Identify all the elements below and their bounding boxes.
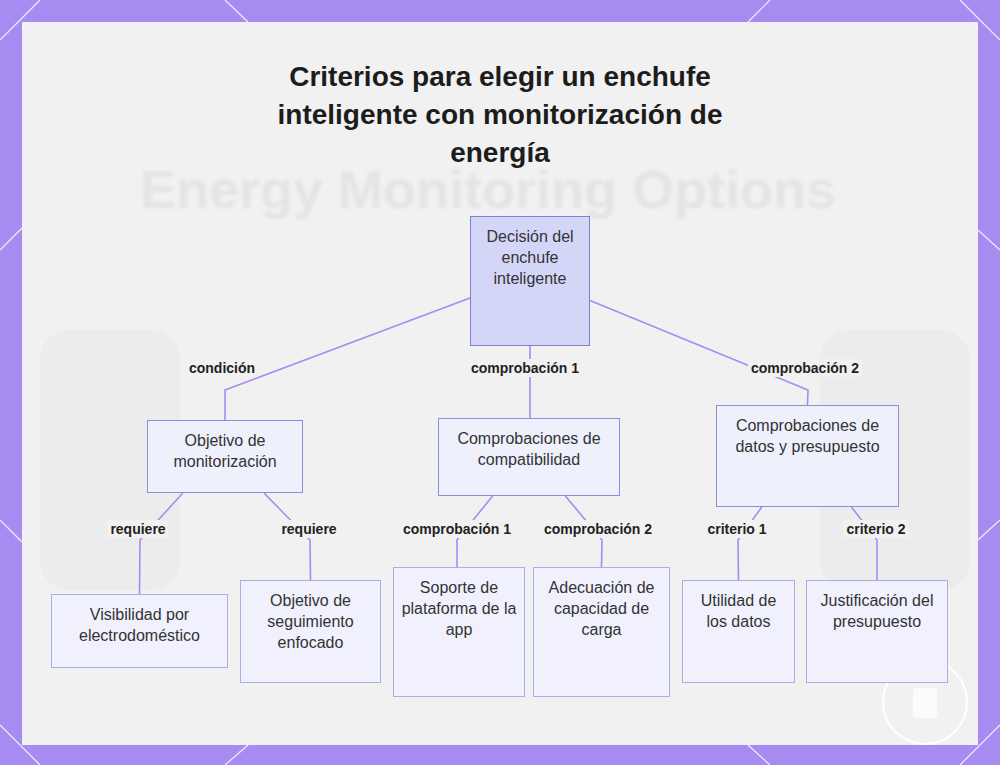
deco-line — [978, 520, 1000, 540]
criteria-box: Visibilidad por electrodoméstico — [51, 594, 228, 668]
connector-line — [140, 493, 183, 594]
connector-line — [529, 346, 531, 418]
box-text: Objetivo de monitorización — [154, 430, 296, 472]
connector-label: requiere — [278, 520, 339, 538]
criteria-box: Objetivo de monitorización — [147, 420, 303, 493]
deco-line — [0, 520, 22, 542]
box-text: Soporte de plataforma de la app — [400, 577, 518, 640]
criteria-box: Soporte de plataforma de la app — [393, 567, 525, 697]
criteria-box: Justificación del presupuesto — [806, 580, 948, 683]
content-panel — [22, 22, 978, 745]
criteria-box: Utilidad de los datos — [682, 580, 795, 683]
connector-label: criterio 1 — [704, 520, 769, 538]
plug-icon — [913, 688, 937, 718]
deco-line — [225, 745, 248, 765]
box-text: Utilidad de los datos — [689, 590, 788, 632]
box-text: Decisión del enchufe inteligente — [477, 226, 583, 289]
box-text: Adecuación de capacidad de carga — [540, 577, 663, 640]
criteria-box: Objetivo de seguimiento enfocado — [240, 580, 381, 683]
diagram-title: Criterios para elegir un enchufe intelig… — [230, 58, 770, 172]
criteria-box: Comprobaciones de datos y presupuesto — [716, 405, 899, 507]
box-text: Justificación del presupuesto — [813, 590, 941, 632]
deco-line — [748, 0, 770, 22]
connector-label: requiere — [107, 520, 168, 538]
box-text: Visibilidad por electrodoméstico — [58, 604, 221, 646]
criteria-box: Adecuación de capacidad de carga — [533, 567, 670, 697]
deco-line — [225, 0, 248, 22]
connector-label: comprobación 2 — [748, 359, 862, 377]
connector-label: comprobación 1 — [468, 359, 582, 377]
connector-label: comprobación 1 — [400, 520, 514, 538]
criteria-box: Comprobaciones de compatibilidad — [438, 418, 620, 496]
connector-line — [738, 507, 762, 580]
connector-label: condición — [186, 359, 258, 377]
box-text: Comprobaciones de datos y presupuesto — [723, 415, 892, 457]
connector-line — [851, 507, 877, 580]
box-text: Objetivo de seguimiento enfocado — [247, 590, 374, 653]
root-box: Decisión del enchufe inteligente — [470, 216, 590, 346]
connector-label: criterio 2 — [843, 520, 908, 538]
connector-line — [590, 301, 808, 406]
deco-line — [978, 230, 1000, 250]
deco-line — [748, 745, 770, 765]
background-photo-shapes — [40, 330, 970, 590]
deco-line — [0, 228, 22, 250]
box-text: Comprobaciones de compatibilidad — [445, 428, 613, 470]
connector-label: comprobación 2 — [541, 520, 655, 538]
connector-line — [225, 298, 470, 420]
